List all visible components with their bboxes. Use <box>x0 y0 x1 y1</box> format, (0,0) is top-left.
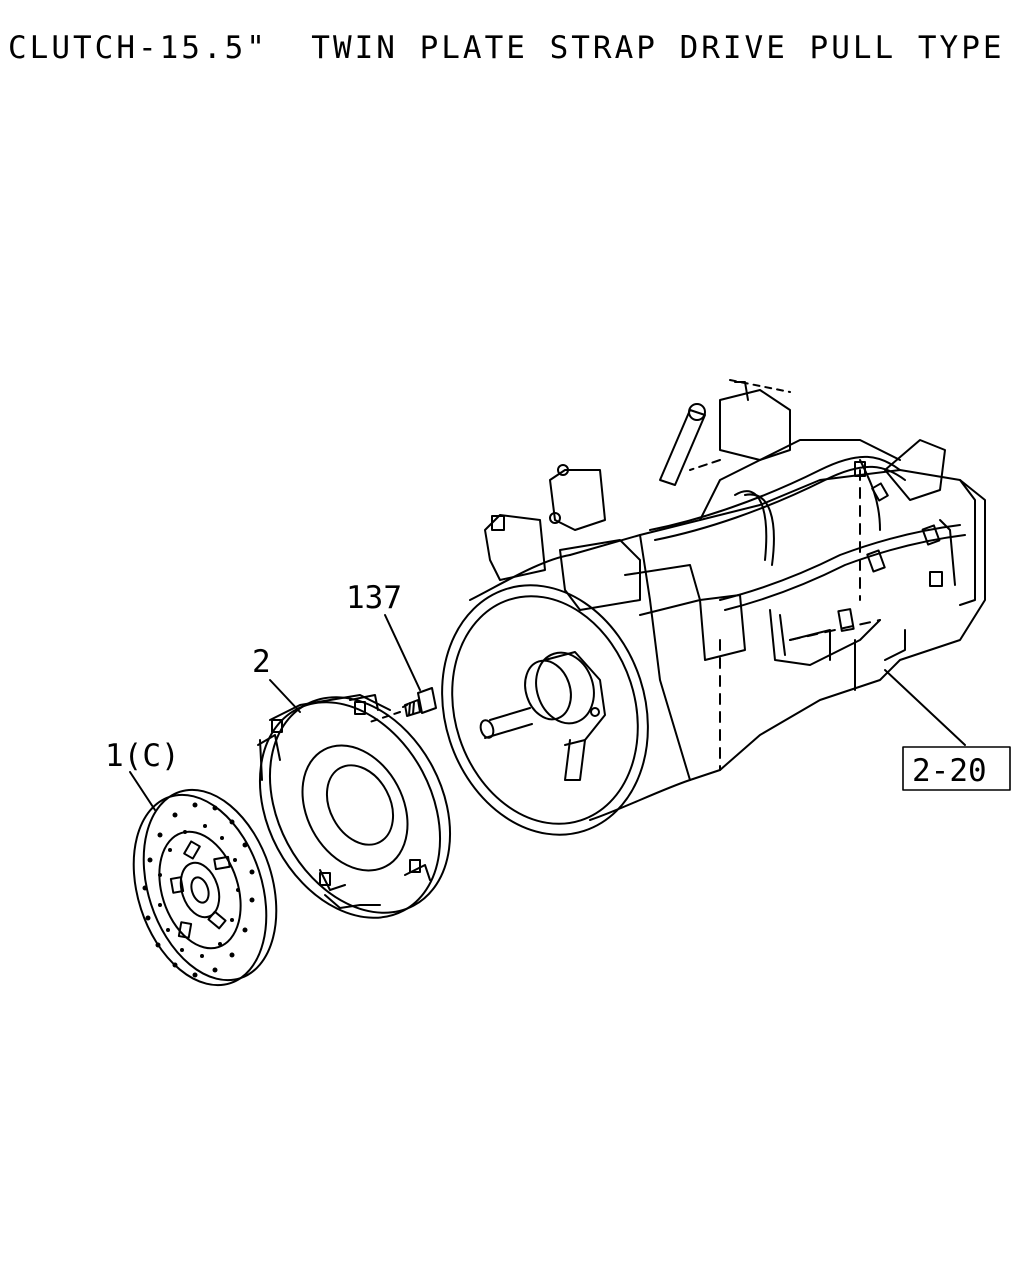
bolt <box>402 687 437 717</box>
callout-2: 2 <box>252 644 271 680</box>
reference-box-2-20 <box>902 746 1011 791</box>
callout-137: 137 <box>346 580 402 616</box>
leader-line-137 <box>384 614 421 691</box>
callout-1c: 1(C) <box>105 738 180 774</box>
friction-rivets <box>142 802 255 978</box>
leader-line-2-20 <box>884 669 966 746</box>
bolt-dash-line <box>369 711 401 723</box>
page-title: CLUTCH-15.5" TWIN PLATE STRAP DRIVE PULL… <box>8 30 1005 66</box>
clutch-disc <box>132 788 278 987</box>
callout-2-20: 2-20 <box>912 753 987 789</box>
damper-springs <box>169 840 231 939</box>
leader-line-2 <box>269 679 301 713</box>
leader-line-1c <box>129 771 156 811</box>
transmission-assembly <box>441 379 986 836</box>
clutch-cover <box>257 694 452 919</box>
